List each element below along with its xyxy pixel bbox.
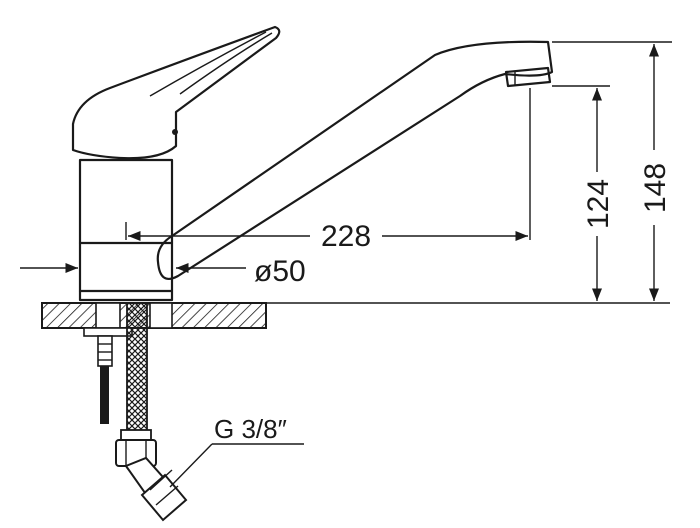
dimension-spout-reach: 228	[125, 88, 531, 253]
dimension-spout-height: 124	[552, 85, 615, 301]
dimension-228-label: 228	[321, 220, 371, 253]
thread-size-label: G 3/8″	[214, 414, 287, 444]
supply-hose	[115, 302, 188, 522]
dimension-diameter-label: ø50	[254, 255, 306, 288]
dimension-total-height: 148	[552, 41, 672, 301]
faucet-body	[78, 158, 174, 302]
dimension-148-label: 148	[639, 163, 672, 213]
lever-handle	[71, 25, 281, 160]
dimension-124-label: 124	[582, 179, 615, 229]
connection-callout: G 3/8″	[169, 414, 304, 488]
dimension-body-diameter: ø50	[20, 255, 306, 288]
